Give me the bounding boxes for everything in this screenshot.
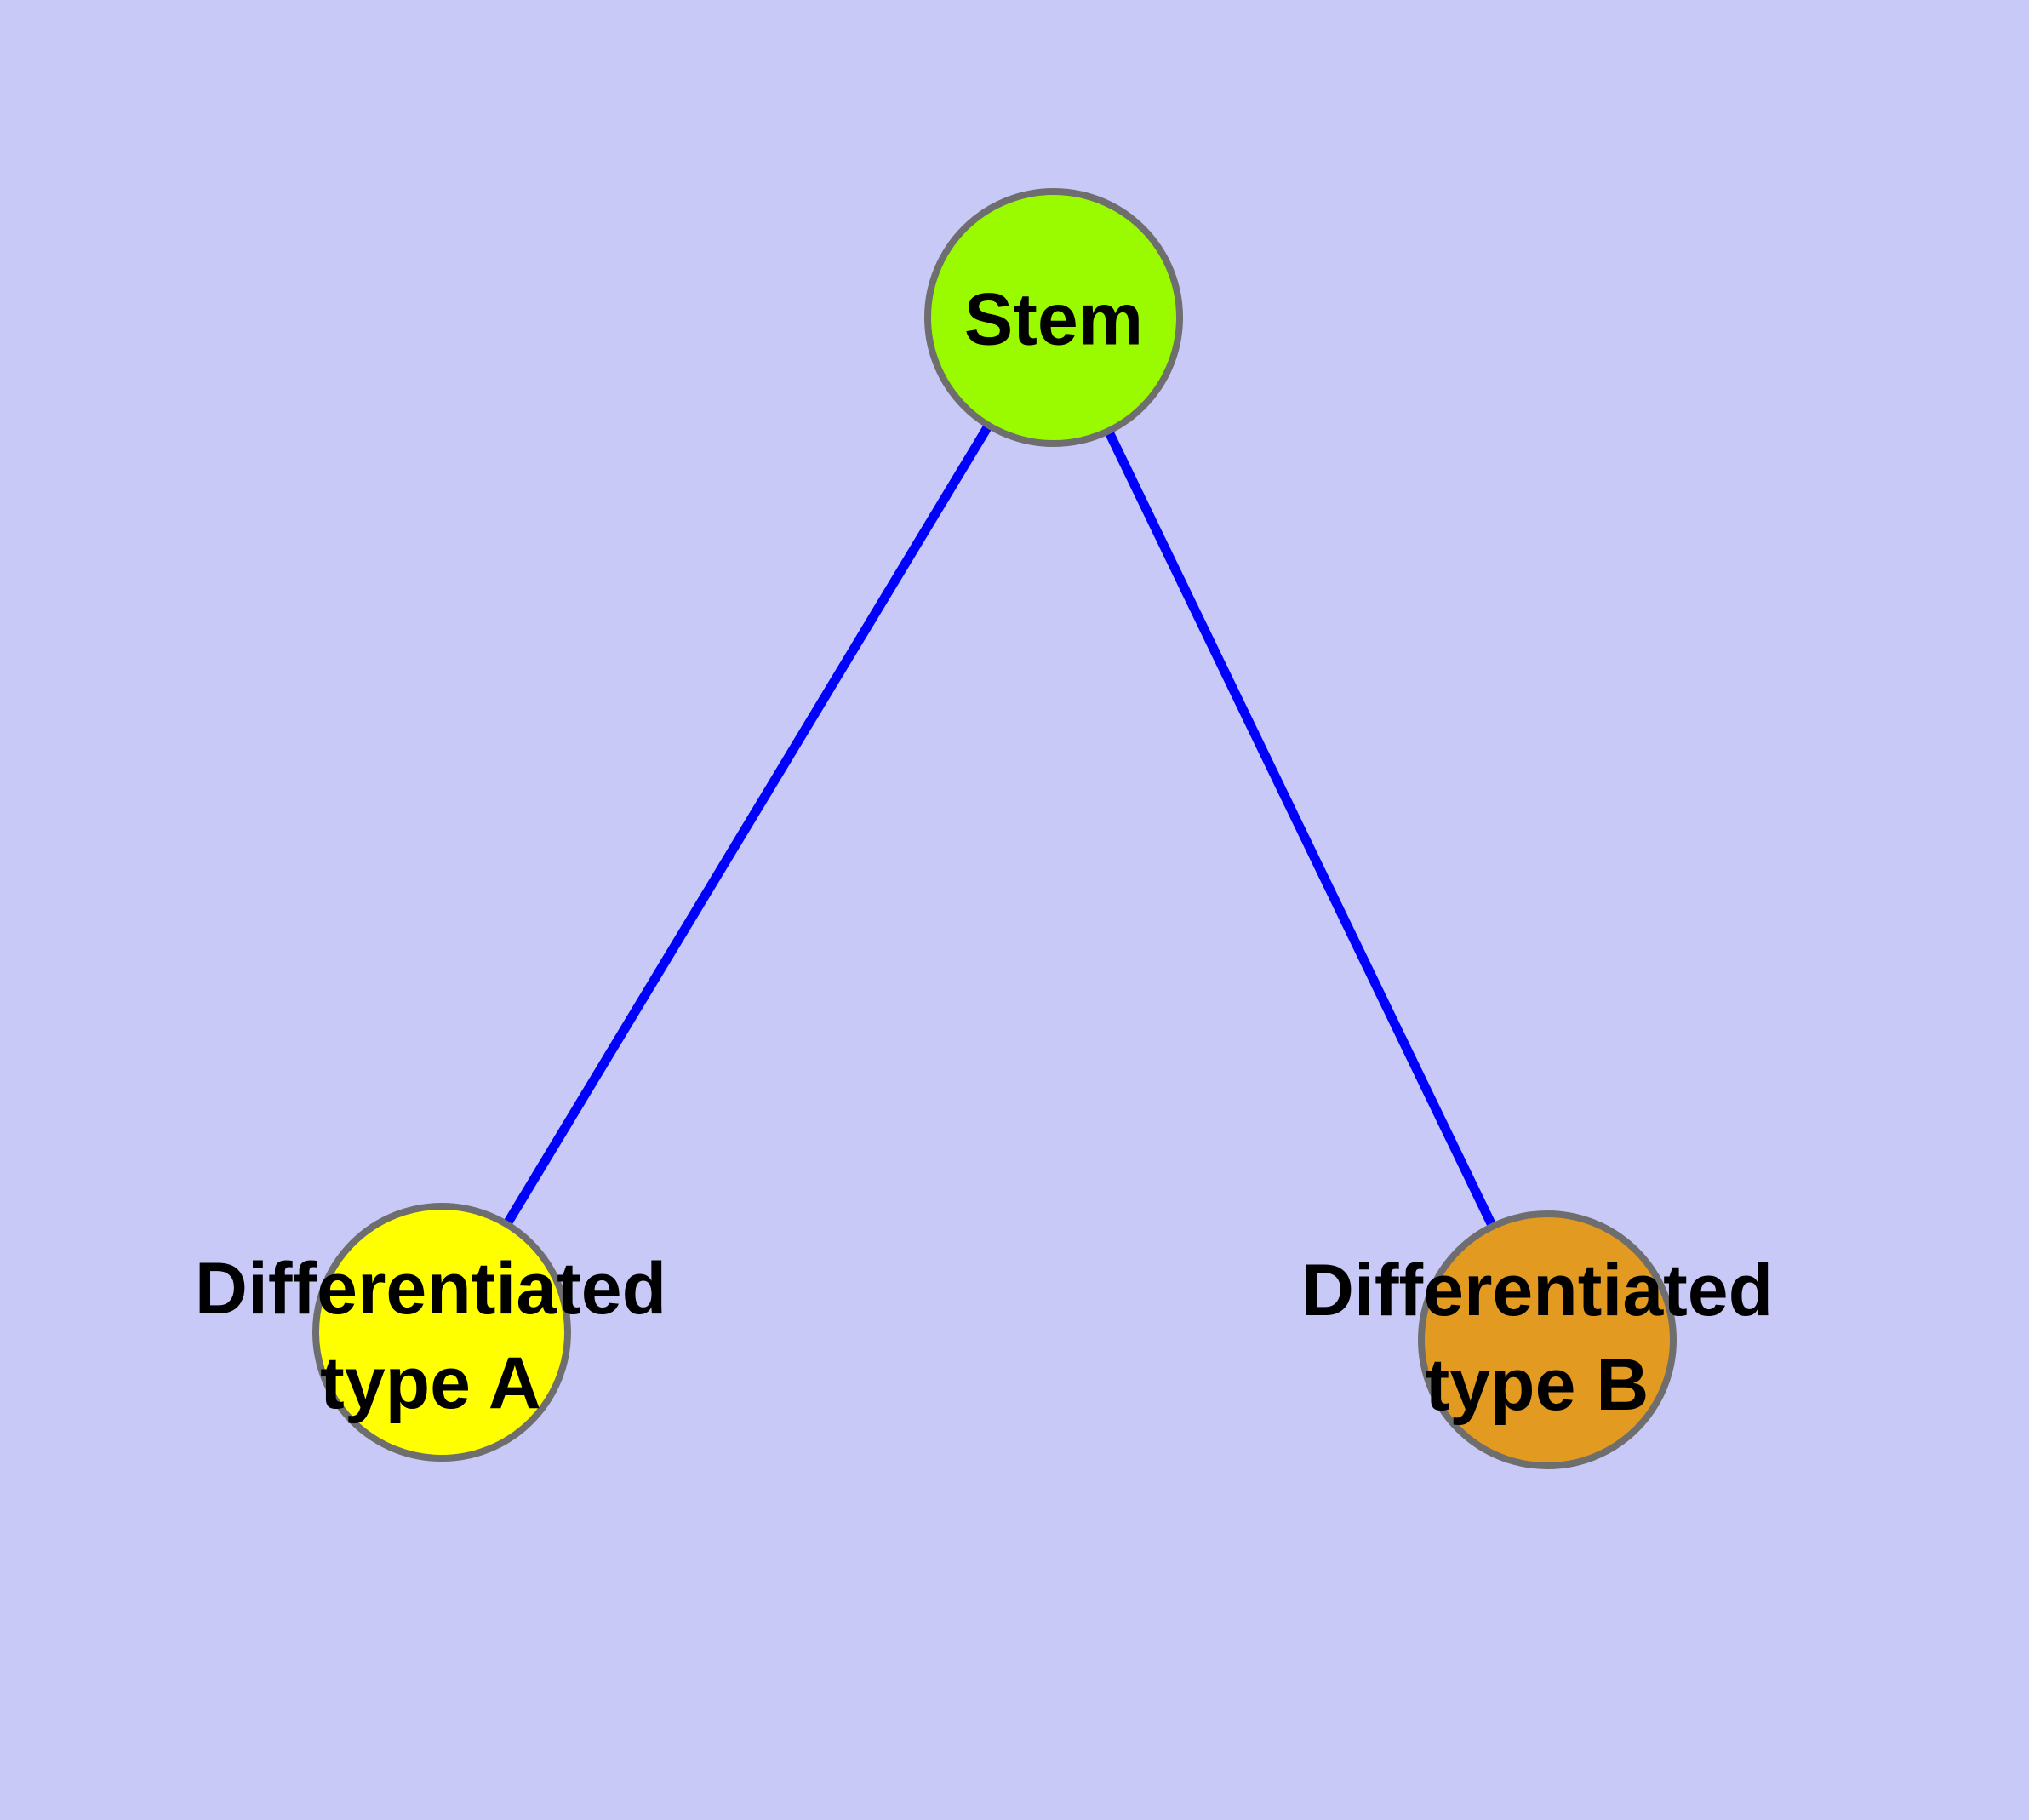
node-label-type-b-line2: type B	[1425, 1344, 1649, 1426]
node-stem-circle	[924, 188, 1183, 447]
node-label-type-a: Differentiated type A	[195, 1242, 666, 1431]
edge-stem-to-type-a	[437, 315, 1058, 1335]
node-label-type-a-line1: Differentiated	[194, 1248, 667, 1330]
node-label-stem: Stem	[964, 273, 1143, 368]
node-label-type-a-line2: type A	[320, 1342, 541, 1424]
nodes-group	[312, 188, 1677, 1469]
node-label-type-b-line1: Differentiated	[1300, 1250, 1774, 1331]
node-type-b-circle	[1418, 1210, 1677, 1469]
edge-stem-to-type-b	[1049, 315, 1552, 1342]
node-label-stem-text: Stem	[963, 278, 1144, 361]
node-label-type-b: Differentiated type B	[1301, 1244, 1773, 1433]
node-type-a-circle	[312, 1203, 571, 1462]
edges-group	[437, 315, 1552, 1342]
